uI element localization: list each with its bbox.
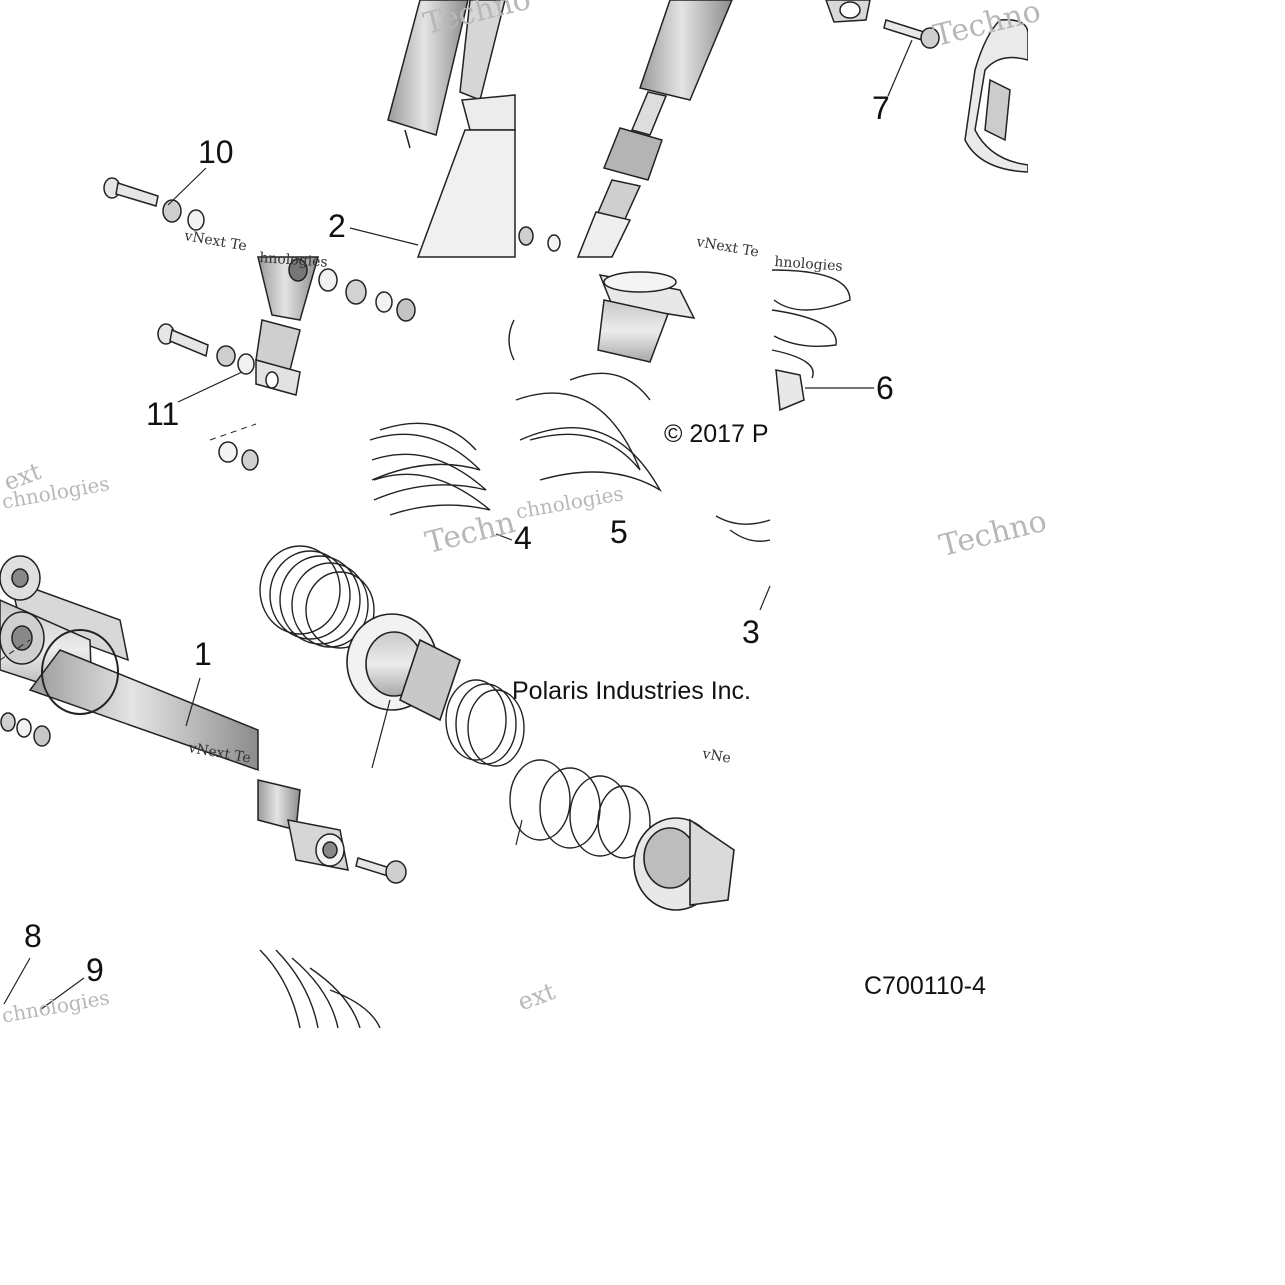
copyright-fragment: © 2017 P <box>664 420 769 448</box>
spring-top-right <box>771 269 851 379</box>
missing-tile-bottom-strip <box>0 1028 1285 1285</box>
spring-lower-right <box>445 679 525 767</box>
missing-tile-row4-right <box>770 430 1028 520</box>
copyright-fragment: Polaris Industries Inc. <box>512 677 751 705</box>
shock-shaft <box>518 0 733 258</box>
retainer-6 <box>775 369 805 412</box>
spring-retainer-bottom <box>633 817 735 911</box>
callout-6: 6 <box>876 370 894 406</box>
spring-bottom-left <box>259 949 381 1029</box>
bolt-7 <box>825 0 940 49</box>
missing-tile-mid-left <box>0 257 150 457</box>
missing-tile-bottom-right <box>770 790 1028 950</box>
shock-lower-body <box>0 555 259 772</box>
lower-eyelet <box>257 779 407 884</box>
callout-3: 3 <box>742 614 760 650</box>
spring-bottom-middle <box>509 759 651 859</box>
callout-1: 1 <box>194 636 212 672</box>
spring-middle <box>508 319 662 492</box>
callout-2: 2 <box>328 208 346 244</box>
callout-7: 7 <box>872 90 890 126</box>
missing-tile-bottom-left <box>0 770 257 920</box>
spring-collar <box>346 613 461 722</box>
callout-10: 10 <box>198 134 234 170</box>
missing-tile-top-left <box>0 0 257 135</box>
callout-8: 8 <box>24 918 42 954</box>
shock-upper-body <box>387 0 516 258</box>
bolt-10 <box>103 177 205 231</box>
figure-code: C700110-4 <box>864 972 986 1000</box>
spring-seat <box>597 271 696 363</box>
spring-lower-left <box>259 545 375 649</box>
washer-stack <box>318 268 416 322</box>
lower-washers <box>0 712 51 747</box>
spring-retainer-top-right <box>964 19 1029 173</box>
shock-upper-eyelet <box>255 256 319 396</box>
bolt-11 <box>157 323 259 471</box>
spring-fragment-3 <box>715 515 771 542</box>
spring-middle-left <box>369 422 491 516</box>
callout-9: 9 <box>86 952 104 988</box>
callout-5: 5 <box>610 514 628 550</box>
callout-11: 11 <box>146 396 180 432</box>
callout-4: 4 <box>514 520 532 556</box>
